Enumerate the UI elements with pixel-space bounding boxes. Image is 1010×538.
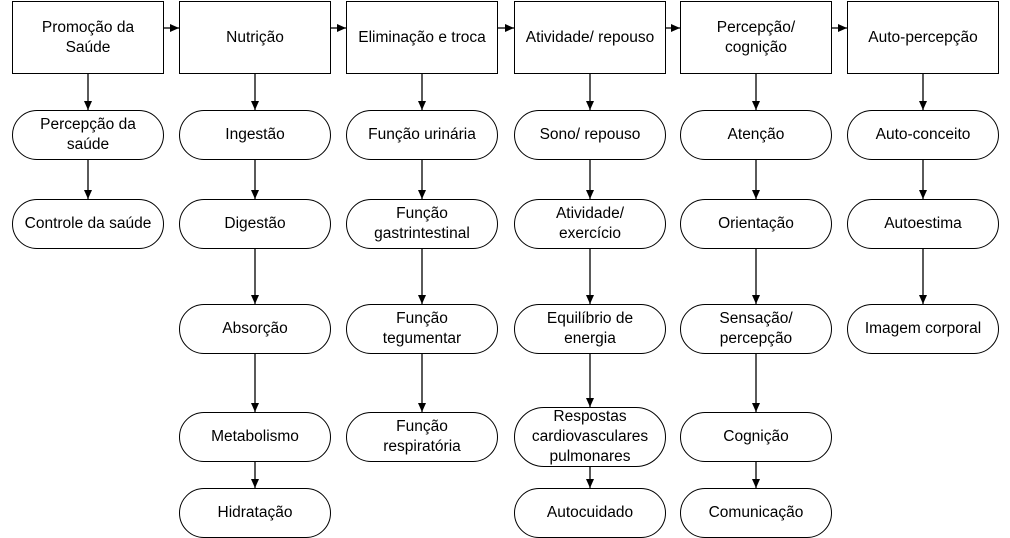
item-auto-conceito: Auto-conceito <box>847 110 999 160</box>
item-autoestima: Autoestima <box>847 199 999 249</box>
item-controle-saude: Controle da saúde <box>12 199 164 249</box>
item-funcao-tegumentar: Função tegumentar <box>346 304 498 354</box>
item-imagem-corporal: Imagem corporal <box>847 304 999 354</box>
item-atencao: Atenção <box>680 110 832 160</box>
item-sono-repouso: Sono/ repouso <box>514 110 666 160</box>
header-percepcao: Percepção/ cognição <box>680 1 832 74</box>
item-funcao-respiratoria: Função respiratória <box>346 412 498 462</box>
item-cognicao: Cognição <box>680 412 832 462</box>
item-funcao-urinaria: Função urinária <box>346 110 498 160</box>
item-equilibrio-energia: Equilíbrio de energia <box>514 304 666 354</box>
item-respostas-cardiovasculares: Respostas cardiovasculares pulmonares <box>514 407 666 467</box>
item-funcao-gastrintestinal: Função gastrintestinal <box>346 199 498 249</box>
header-autopercepcao: Auto-percepção <box>847 1 999 74</box>
item-sensacao-percepcao: Sensação/ percepção <box>680 304 832 354</box>
item-absorcao: Absorção <box>179 304 331 354</box>
item-metabolismo: Metabolismo <box>179 412 331 462</box>
item-percepcao-saude: Percepção da saúde <box>12 110 164 160</box>
item-orientacao: Orientação <box>680 199 832 249</box>
item-atividade-exercicio: Atividade/ exercício <box>514 199 666 249</box>
item-digestao: Digestão <box>179 199 331 249</box>
header-promocao: Promoção da Saúde <box>12 1 164 74</box>
item-hidratacao: Hidratação <box>179 488 331 538</box>
header-nutricao: Nutrição <box>179 1 331 74</box>
header-eliminacao: Eliminação e troca <box>346 1 498 74</box>
item-ingestao: Ingestão <box>179 110 331 160</box>
header-atividade: Atividade/ repouso <box>514 1 666 74</box>
